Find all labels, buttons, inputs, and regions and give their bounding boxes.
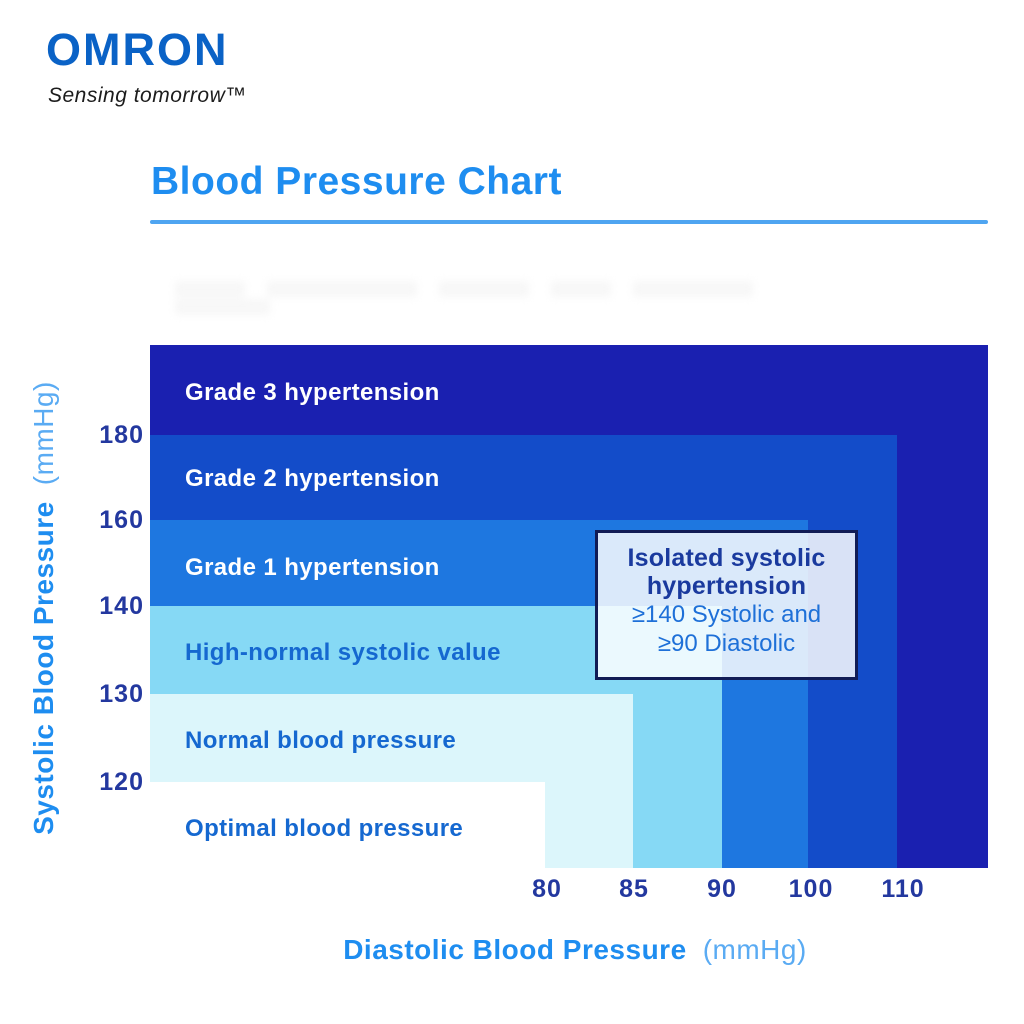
zone-label-grade2: Grade 2 hypertension [185, 465, 440, 492]
page-title: Blood Pressure Chart [151, 160, 562, 203]
callout-line1: ≥140 Systolic and [631, 601, 822, 628]
x-axis-title-main: Diastolic Blood Pressure [343, 934, 687, 965]
zone-label-high-normal: High-normal systolic value [185, 639, 501, 666]
omron-logo: OMRON [46, 24, 229, 75]
x-tick-100: 100 [788, 875, 834, 903]
y-axis-title-main: Systolic Blood Pressure [28, 501, 59, 835]
zone-label-grade1: Grade 1 hypertension [185, 554, 440, 581]
x-tick-85: 85 [619, 875, 649, 903]
blood-pressure-plot: Grade 3 hypertension Grade 2 hypertensio… [150, 345, 988, 868]
y-tick-180: 180 [99, 421, 144, 449]
y-axis-title: Systolic Blood Pressure (mmHg) [28, 381, 60, 835]
x-tick-90: 90 [707, 875, 737, 903]
x-axis-title: Diastolic Blood Pressure (mmHg) [343, 934, 807, 966]
y-tick-130: 130 [99, 680, 144, 708]
x-tick-80: 80 [532, 875, 562, 903]
callout-heading: Isolated systolic hypertension [627, 544, 826, 600]
callout-line2: ≥90 Diastolic [657, 630, 796, 657]
y-tick-120: 120 [99, 768, 144, 796]
zone-label-optimal: Optimal blood pressure [185, 815, 464, 842]
title-underline [150, 220, 988, 224]
y-tick-160: 160 [99, 506, 144, 534]
faded-ghost-text [175, 280, 865, 315]
x-axis-title-unit: (mmHg) [702, 934, 807, 965]
x-tick-110: 110 [881, 875, 925, 903]
zone-label-grade3: Grade 3 hypertension [185, 379, 440, 406]
y-tick-140: 140 [99, 592, 144, 620]
isolated-systolic-callout: Isolated systolic hypertension ≥140 Syst… [595, 530, 858, 680]
y-axis-title-unit: (mmHg) [28, 381, 59, 486]
zone-optimal [150, 782, 545, 868]
zone-label-normal: Normal blood pressure [185, 727, 457, 754]
brand-tagline: Sensing tomorrow™ [48, 84, 247, 107]
